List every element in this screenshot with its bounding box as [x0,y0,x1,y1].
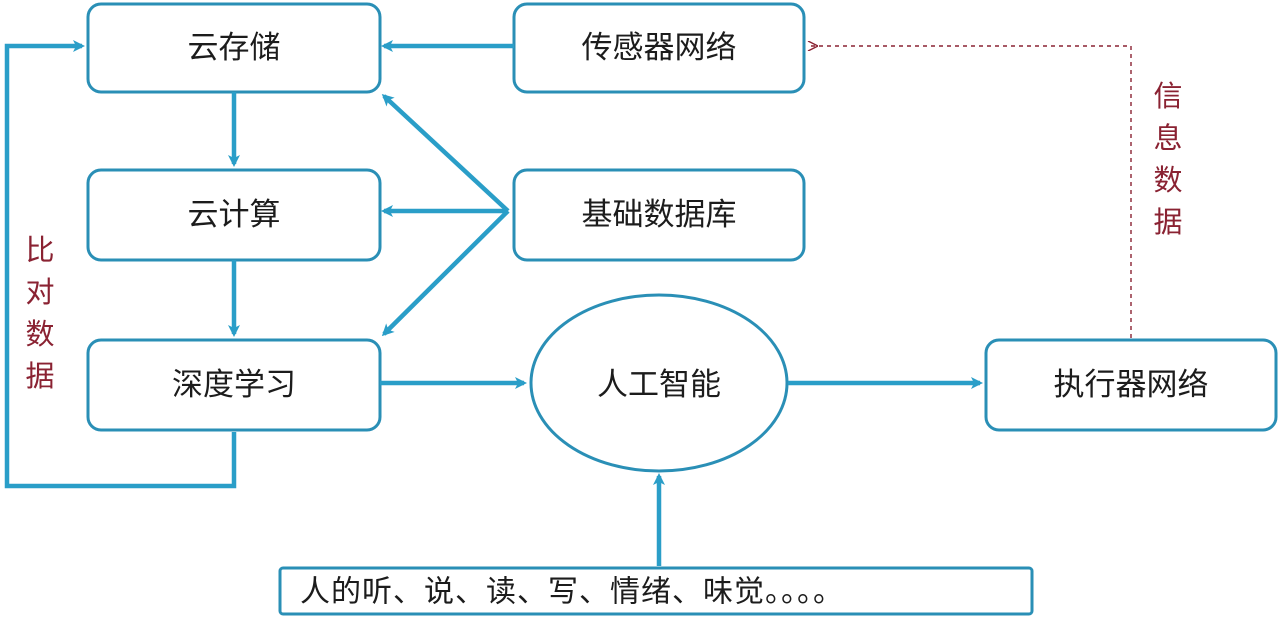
node-deep-learning: 深度学习 [86,338,382,432]
node-artificial-intelligence-label: 人工智能 [597,367,721,403]
arrow-database-to-storage [381,93,510,213]
comparison-data-char: 数 [25,317,54,351]
information-data-char: 息 [1153,121,1182,155]
node-cloud-storage-label: 云存储 [188,30,281,66]
node-deep-learning-label: 深度学习 [172,367,296,403]
comparison-data-char: 比 [25,233,54,267]
node-cloud-storage: 云存储 [86,2,382,94]
information-data-char: 据 [1153,205,1182,239]
node-artificial-intelligence: 人工智能 [529,293,789,473]
comparison-data-char: 据 [25,359,54,393]
node-base-database-label: 基础数据库 [582,197,737,233]
node-actuator-network: 执行器网络 [984,338,1278,432]
information-data-char: 数 [1153,163,1182,197]
arrow-database-to-learning [381,209,510,337]
information-data-char: 信 [1153,79,1182,113]
node-base-database: 基础数据库 [512,168,806,262]
comparison-data-label: 比 对 数 据 [25,233,54,393]
node-cloud-computing-label: 云计算 [188,197,281,233]
arrow-comparison-loop [4,40,237,489]
information-data-label: 信 息 数 据 [1153,79,1182,239]
node-sensor-network-label: 传感器网络 [582,30,737,66]
comparison-data-char: 对 [25,275,54,309]
node-human-inputs-label: 人的听、说、读、写、情绪、味觉。。。。 [300,575,844,610]
node-human-inputs: 人的听、说、读、写、情绪、味觉。。。。 [278,566,1034,616]
dashed-info-link [808,46,1132,338]
node-actuator-network-label: 执行器网络 [1054,367,1209,403]
node-cloud-computing: 云计算 [86,168,382,262]
node-sensor-network: 传感器网络 [512,2,806,94]
